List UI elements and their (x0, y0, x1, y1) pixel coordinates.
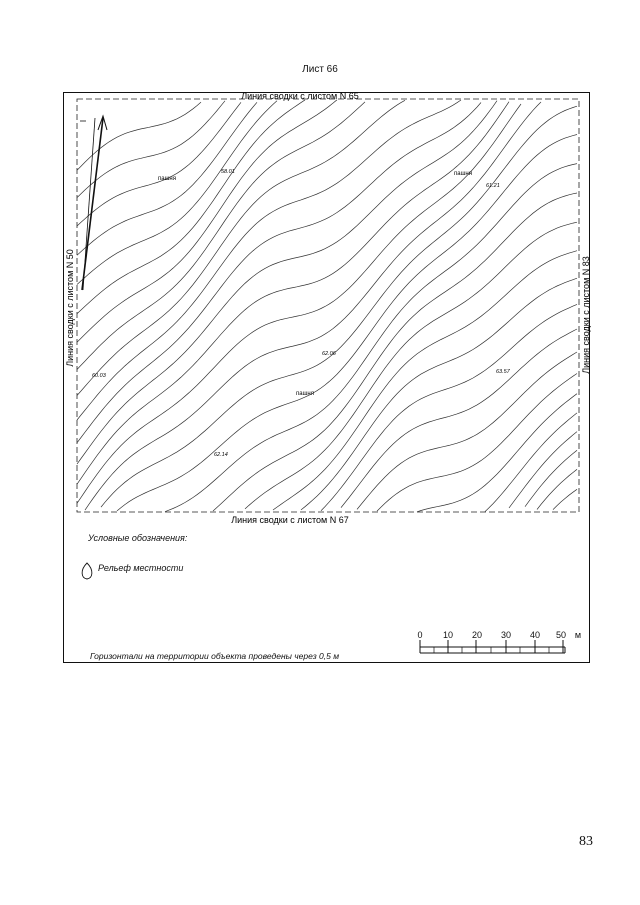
contour-line (524, 450, 578, 507)
contour-line (320, 304, 578, 511)
elevation-mark: 62.14 (214, 452, 228, 458)
contour-line (76, 102, 242, 227)
contour-line (76, 99, 338, 343)
scale-label: 30 (500, 630, 512, 640)
scale-label: 10 (442, 630, 454, 640)
contour-line (164, 163, 578, 513)
contour-line (76, 99, 406, 396)
land-label: пашня (158, 176, 176, 182)
scale-unit: м (574, 630, 582, 640)
contour-line (376, 373, 578, 512)
edge-label-bottom: Линия сводки с листом N 67 (231, 515, 349, 525)
scale-bar (419, 640, 566, 654)
contour-line (484, 412, 578, 512)
contour-line (272, 250, 578, 511)
contour-line (76, 99, 462, 421)
contour-line (76, 101, 366, 370)
contour-line (76, 101, 202, 171)
scale-label: 0 (417, 630, 423, 640)
sheet-title: Лист 66 (302, 64, 338, 75)
contour-line (552, 489, 578, 510)
contour-line (416, 393, 578, 513)
contour-line (76, 100, 226, 198)
contour-line (244, 221, 578, 510)
contour-line (76, 102, 482, 444)
contour-line (300, 277, 578, 511)
contour-line (84, 101, 542, 511)
scale-label: 50 (555, 630, 567, 640)
legend-item-label: Рельеф местности (98, 563, 184, 573)
land-label: пашня (296, 391, 314, 397)
contour-line (76, 102, 258, 256)
contour-line (76, 103, 522, 504)
contour-line (76, 99, 306, 314)
elevation-mark: 63.57 (496, 369, 511, 375)
contour-line (100, 105, 578, 508)
legend-title: Условные обозначения: (88, 533, 188, 543)
contour-line (212, 192, 578, 512)
elevation-mark: 60.03 (92, 373, 107, 379)
page-number: 83 (579, 834, 593, 849)
scale-label: 20 (471, 630, 483, 640)
land-label: пашня (454, 171, 472, 177)
map-boundary-dashed (76, 98, 580, 513)
contour-line (76, 101, 510, 485)
elevation-mark: 58.01 (221, 169, 235, 175)
contour-lines (76, 99, 578, 513)
map-frame (63, 92, 590, 663)
contour-interval-note: Горизонтали на территории объекта провед… (90, 651, 340, 661)
elevation-mark: 62.06 (322, 351, 337, 357)
edge-label-right: Линия сводки с листом N 83 (581, 256, 591, 374)
relief-icon (81, 562, 93, 580)
contour-line (508, 431, 578, 509)
contour-line (356, 351, 578, 510)
legend-item: Рельеф местности (80, 563, 183, 573)
contour-line (76, 100, 278, 285)
contour-line (76, 100, 498, 465)
elevation-mark: 61.21 (486, 183, 500, 189)
north-arrow-icon (80, 114, 108, 291)
contour-line (536, 469, 578, 510)
contour-line (116, 134, 578, 512)
scale-label: 40 (529, 630, 541, 640)
edge-label-left: Линия сводки с листом N 50 (65, 249, 75, 367)
contour-line (340, 328, 578, 508)
edge-label-top: Линия сводки с листом N 65 (241, 91, 359, 101)
